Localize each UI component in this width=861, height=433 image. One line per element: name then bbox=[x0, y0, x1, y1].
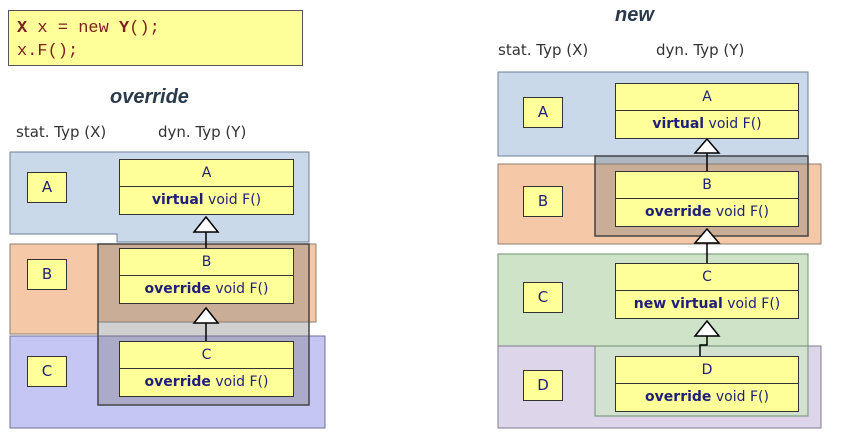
left-title: override bbox=[110, 86, 189, 108]
code-decl-end: (); bbox=[129, 19, 160, 38]
right-inheritance-arrows bbox=[693, 137, 721, 357]
class-method: override void F() bbox=[144, 374, 269, 390]
code-decl: x = new bbox=[27, 19, 120, 38]
class-method: override void F() bbox=[645, 389, 769, 405]
right-static-d: D bbox=[523, 370, 563, 401]
left-static-c: C bbox=[27, 356, 67, 387]
right-class-a: A virtual void F() bbox=[615, 83, 799, 139]
left-inheritance-arrows bbox=[192, 215, 220, 342]
left-static-a: A bbox=[27, 172, 67, 203]
left-class-b: B override void F() bbox=[119, 248, 294, 304]
class-name: C bbox=[616, 264, 798, 291]
right-stat-header: stat. Typ (X) bbox=[498, 41, 589, 59]
class-name: B bbox=[120, 249, 293, 276]
right-class-c: C new virtual void F() bbox=[615, 263, 799, 319]
code-snippet: X x = new Y(); x.F(); bbox=[8, 10, 303, 66]
left-stat-header: stat. Typ (X) bbox=[16, 123, 107, 141]
left-class-a: A virtual void F() bbox=[119, 159, 294, 215]
class-name: A bbox=[120, 160, 293, 187]
left-static-b: B bbox=[27, 259, 67, 290]
right-class-d: D override void F() bbox=[615, 356, 799, 412]
right-dyn-header: dyn. Typ (Y) bbox=[656, 41, 745, 59]
right-class-b: B override void F() bbox=[615, 171, 799, 227]
right-static-c: C bbox=[523, 282, 563, 313]
code-dynamic-type: Y bbox=[119, 19, 130, 38]
class-name: D bbox=[616, 357, 798, 384]
class-method: new virtual void F() bbox=[633, 296, 781, 312]
class-name: A bbox=[616, 84, 798, 111]
code-static-type: X bbox=[17, 19, 28, 38]
class-method: virtual void F() bbox=[151, 192, 262, 208]
class-name: B bbox=[616, 172, 798, 199]
class-name: C bbox=[120, 342, 293, 369]
left-dyn-header: dyn. Typ (Y) bbox=[158, 123, 247, 141]
class-method: override void F() bbox=[144, 281, 269, 297]
right-static-b: B bbox=[523, 186, 563, 217]
class-method: virtual void F() bbox=[652, 116, 762, 132]
code-call: x.F(); bbox=[17, 42, 79, 61]
right-title: new bbox=[615, 4, 654, 26]
right-static-a: A bbox=[523, 97, 563, 128]
class-method: override void F() bbox=[645, 204, 769, 220]
left-class-c: C override void F() bbox=[119, 341, 294, 397]
